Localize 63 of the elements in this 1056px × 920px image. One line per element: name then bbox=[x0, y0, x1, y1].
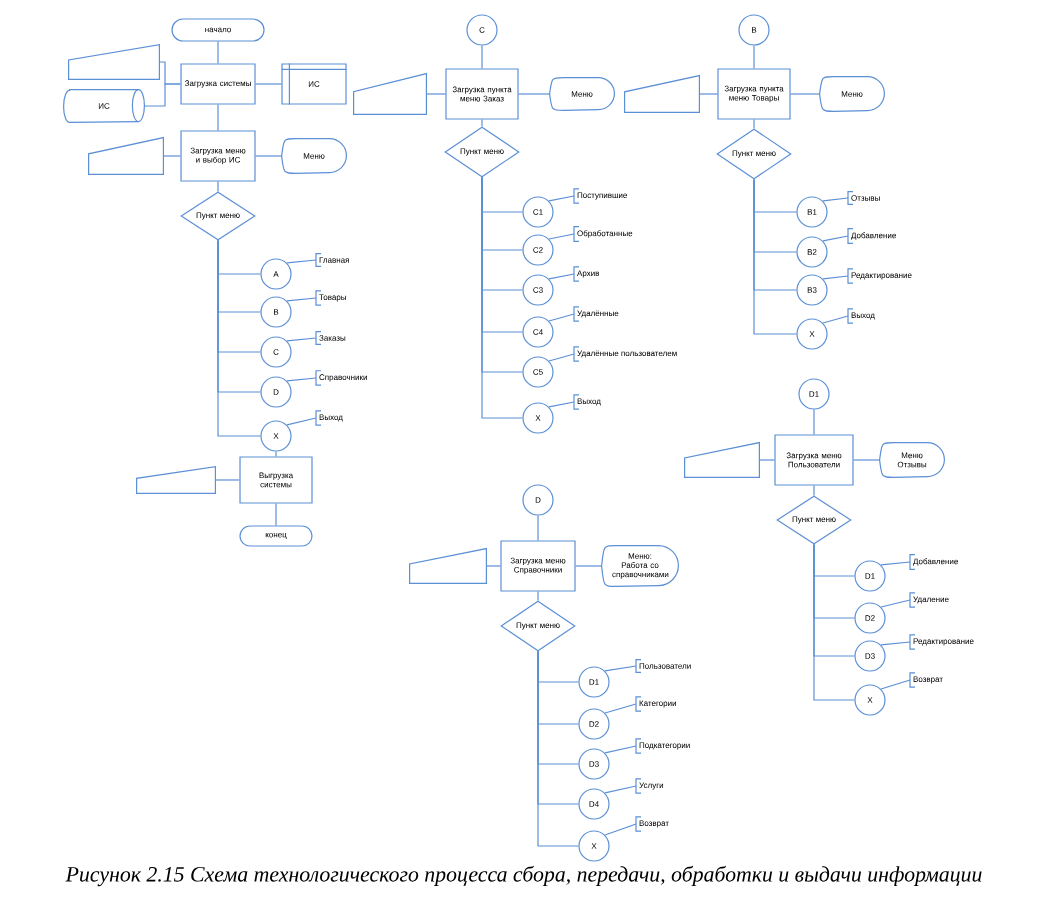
leader-line bbox=[548, 233, 575, 240]
connector-line bbox=[275, 451, 277, 457]
connector-line bbox=[853, 459, 881, 461]
leader-line bbox=[286, 377, 317, 382]
leader-line bbox=[604, 785, 637, 794]
leader-line bbox=[822, 197, 849, 202]
leader-line bbox=[286, 297, 317, 302]
leader-line bbox=[822, 315, 849, 324]
connector-line bbox=[753, 119, 755, 129]
leader-line bbox=[880, 599, 911, 608]
connector-line bbox=[537, 651, 579, 847]
connector-line bbox=[758, 459, 775, 461]
connector-line bbox=[698, 93, 718, 95]
leader-line bbox=[604, 823, 637, 836]
connector-line bbox=[275, 503, 277, 526]
connector-line bbox=[753, 179, 797, 335]
leader-line bbox=[286, 417, 317, 426]
leader-line bbox=[548, 313, 575, 322]
input-trapezoid bbox=[88, 136, 164, 175]
connector-line bbox=[753, 45, 755, 69]
input-trapezoid bbox=[353, 72, 427, 115]
connector-line bbox=[518, 93, 551, 95]
leader-line bbox=[548, 195, 575, 202]
leader-line bbox=[548, 353, 575, 362]
leader-line bbox=[548, 401, 575, 408]
connector-line bbox=[217, 41, 219, 64]
leader-line bbox=[880, 641, 911, 646]
connector-line bbox=[575, 565, 603, 567]
connector-line bbox=[813, 485, 815, 496]
connector-line bbox=[481, 177, 523, 419]
leader-line bbox=[822, 275, 849, 280]
connector-line bbox=[790, 93, 821, 95]
connector-line bbox=[485, 565, 501, 567]
input-trapezoid bbox=[684, 441, 760, 478]
connector-line bbox=[537, 591, 539, 601]
connector-line bbox=[217, 240, 261, 437]
input-trapezoid bbox=[68, 43, 160, 80]
leader-line bbox=[548, 273, 575, 280]
leader-line bbox=[604, 745, 637, 754]
leader-line bbox=[286, 337, 317, 342]
connector-line bbox=[481, 45, 483, 69]
leader-line bbox=[880, 561, 911, 566]
connector-line bbox=[255, 83, 282, 85]
connector-line bbox=[537, 515, 539, 541]
connector-line bbox=[214, 479, 240, 481]
leader-line bbox=[604, 703, 637, 714]
connector-line bbox=[813, 409, 815, 435]
connector-line bbox=[255, 155, 283, 157]
connector-line bbox=[425, 93, 446, 95]
input-trapezoid bbox=[624, 74, 700, 113]
connector-line bbox=[162, 155, 181, 157]
connector-line bbox=[143, 83, 181, 107]
connector-line bbox=[217, 104, 219, 131]
leader-line bbox=[880, 679, 911, 690]
caption: Рисунок 2.15 Схема технологического процесса сбора, передачи, обработки и выдачи информации bbox=[65, 865, 982, 887]
leader-line bbox=[822, 235, 849, 242]
leader-line bbox=[286, 259, 317, 264]
connector-line bbox=[813, 544, 855, 701]
leader-line bbox=[604, 665, 637, 672]
connector-line bbox=[481, 119, 483, 127]
input-trapezoid bbox=[136, 465, 216, 494]
connector-line bbox=[217, 181, 219, 192]
input-trapezoid bbox=[409, 547, 487, 584]
